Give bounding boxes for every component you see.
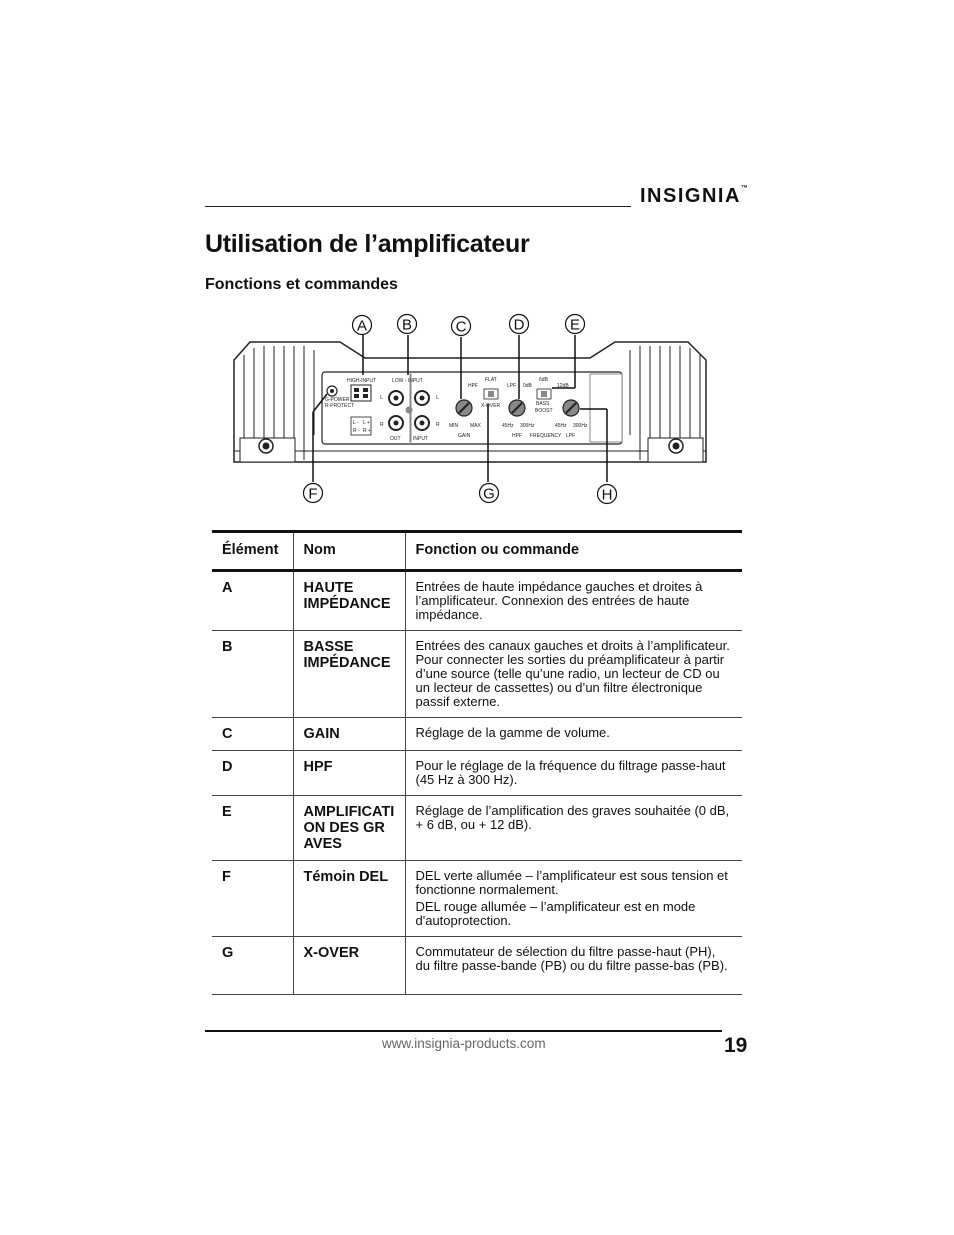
callout-f: F xyxy=(302,482,324,504)
row-name: Témoin DEL xyxy=(292,860,405,937)
table-row: B BASSE IMPÉDANCE Entrées des canaux gau… xyxy=(212,630,742,718)
svg-text:FLAT: FLAT xyxy=(485,377,497,383)
row-function: DEL verte allumée – l’amplificateur est … xyxy=(404,860,742,937)
svg-text:LOW - INPUT: LOW - INPUT xyxy=(392,378,423,384)
table-row: D HPF Pour le réglage de la fréquence du… xyxy=(212,750,742,796)
row-function: Réglage de la gamme de volume. xyxy=(404,717,742,751)
svg-text:R +: R + xyxy=(363,428,371,434)
svg-text:MAX: MAX xyxy=(470,423,482,429)
amplifier-panel-diagram: G-POWER R-PROTECT HIGH-INPUT L - L + R -… xyxy=(230,310,710,510)
svg-text:R: R xyxy=(380,422,384,428)
row-name: HPF xyxy=(292,750,405,796)
svg-text:12dB: 12dB xyxy=(557,383,569,389)
header-function: Fonction ou commande xyxy=(404,530,742,572)
svg-text:45Hz: 45Hz xyxy=(555,423,567,429)
callout-lines xyxy=(312,335,608,482)
svg-text:R: R xyxy=(436,422,440,428)
row-name: X-OVER xyxy=(292,936,405,995)
svg-text:45Hz: 45Hz xyxy=(502,423,514,429)
svg-text:B: B xyxy=(402,317,412,334)
section-title: Fonctions et commandes xyxy=(205,276,398,293)
callout-a: A xyxy=(351,314,373,336)
svg-text:D: D xyxy=(514,317,525,334)
svg-text:OUT: OUT xyxy=(390,436,401,442)
svg-text:6dB: 6dB xyxy=(539,377,549,383)
svg-text:0dB: 0dB xyxy=(523,383,533,389)
header-name: Nom xyxy=(292,530,405,572)
features-table: Élément Nom Fonction ou commande A HAUTE… xyxy=(212,530,742,995)
row-name: GAIN xyxy=(292,717,405,751)
svg-text:MIN: MIN xyxy=(449,423,459,429)
callout-b: B xyxy=(396,313,418,335)
svg-text:BASS: BASS xyxy=(536,401,550,407)
svg-text:R -: R - xyxy=(353,428,360,434)
svg-text:L +: L + xyxy=(363,420,370,426)
svg-text:LPF: LPF xyxy=(507,383,516,389)
svg-text:HIGH-INPUT: HIGH-INPUT xyxy=(347,378,376,384)
svg-text:300Hz: 300Hz xyxy=(520,423,535,429)
row-element: F xyxy=(212,860,293,937)
row-element: A xyxy=(212,570,293,631)
svg-text:L: L xyxy=(436,395,439,401)
high-input-connector xyxy=(350,384,372,402)
page-title: Utilisation de l’amplificateur xyxy=(205,230,530,258)
svg-text:A: A xyxy=(357,318,367,335)
svg-text:L: L xyxy=(380,395,383,401)
table-row: A HAUTE IMPÉDANCE Entrées de haute impéd… xyxy=(212,570,742,631)
row-function: Commutateur de sélection du filtre passe… xyxy=(404,936,742,995)
row-name: AMPLIFICATION DES GRAVES xyxy=(292,795,405,861)
svg-text:300Hz: 300Hz xyxy=(573,423,588,429)
row-name: HAUTE IMPÉDANCE xyxy=(292,570,405,631)
svg-text:G: G xyxy=(483,486,495,503)
left-heatsink xyxy=(239,346,315,463)
svg-text:C: C xyxy=(456,319,467,336)
svg-text:FREQUENCY: FREQUENCY xyxy=(530,433,562,439)
svg-text:LPF: LPF xyxy=(566,433,575,439)
svg-text:E: E xyxy=(570,317,580,334)
footer-rule xyxy=(205,1030,722,1032)
svg-text:G-POWER: G-POWER xyxy=(325,397,350,403)
callout-d: D xyxy=(508,313,530,335)
svg-text:F: F xyxy=(308,486,317,503)
row-function: Entrées des canaux gauches et droits à l… xyxy=(404,630,742,718)
table-row: E AMPLIFICATION DES GRAVES Réglage de l’… xyxy=(212,795,742,861)
row-element: D xyxy=(212,750,293,796)
callout-h: H xyxy=(596,483,618,505)
row-element: C xyxy=(212,717,293,751)
row-function: Entrées de haute impédance gauches et dr… xyxy=(404,570,742,631)
header-rule xyxy=(205,206,631,207)
svg-text:X-OVER: X-OVER xyxy=(481,403,501,409)
row-element: B xyxy=(212,630,293,718)
svg-text:R-PROTECT: R-PROTECT xyxy=(325,403,354,409)
right-heatsink xyxy=(629,346,704,463)
svg-text:BOOST: BOOST xyxy=(535,408,553,414)
row-function: Pour le réglage de la fréquence du filtr… xyxy=(404,750,742,796)
svg-text:HPF: HPF xyxy=(512,433,522,439)
svg-text:L -: L - xyxy=(353,420,359,426)
callout-c: C xyxy=(450,315,472,337)
svg-text:HPF: HPF xyxy=(468,383,478,389)
callout-g: G xyxy=(478,482,500,504)
insignia-logo: INSIGNIA™ xyxy=(640,185,748,207)
table-row: G X-OVER Commutateur de sélection du fil… xyxy=(212,936,742,995)
table-row: C GAIN Réglage de la gamme de volume. xyxy=(212,717,742,751)
svg-text:GAIN: GAIN xyxy=(458,433,471,439)
svg-text:INPUT: INPUT xyxy=(413,436,428,442)
row-name: BASSE IMPÉDANCE xyxy=(292,630,405,718)
header-element: Élément xyxy=(212,530,293,572)
row-element: G xyxy=(212,936,293,995)
table-row: F Témoin DEL DEL verte allumée – l’ampli… xyxy=(212,860,742,937)
page-number: 19 xyxy=(724,1034,748,1057)
row-function: Réglage de l’amplification des graves so… xyxy=(404,795,742,861)
callout-e: E xyxy=(564,313,586,335)
row-element: E xyxy=(212,795,293,861)
table-header-row: Élément Nom Fonction ou commande xyxy=(212,530,742,572)
footer-url: www.insignia-products.com xyxy=(382,1036,546,1051)
svg-text:H: H xyxy=(602,487,613,504)
rca-jacks xyxy=(388,390,430,431)
